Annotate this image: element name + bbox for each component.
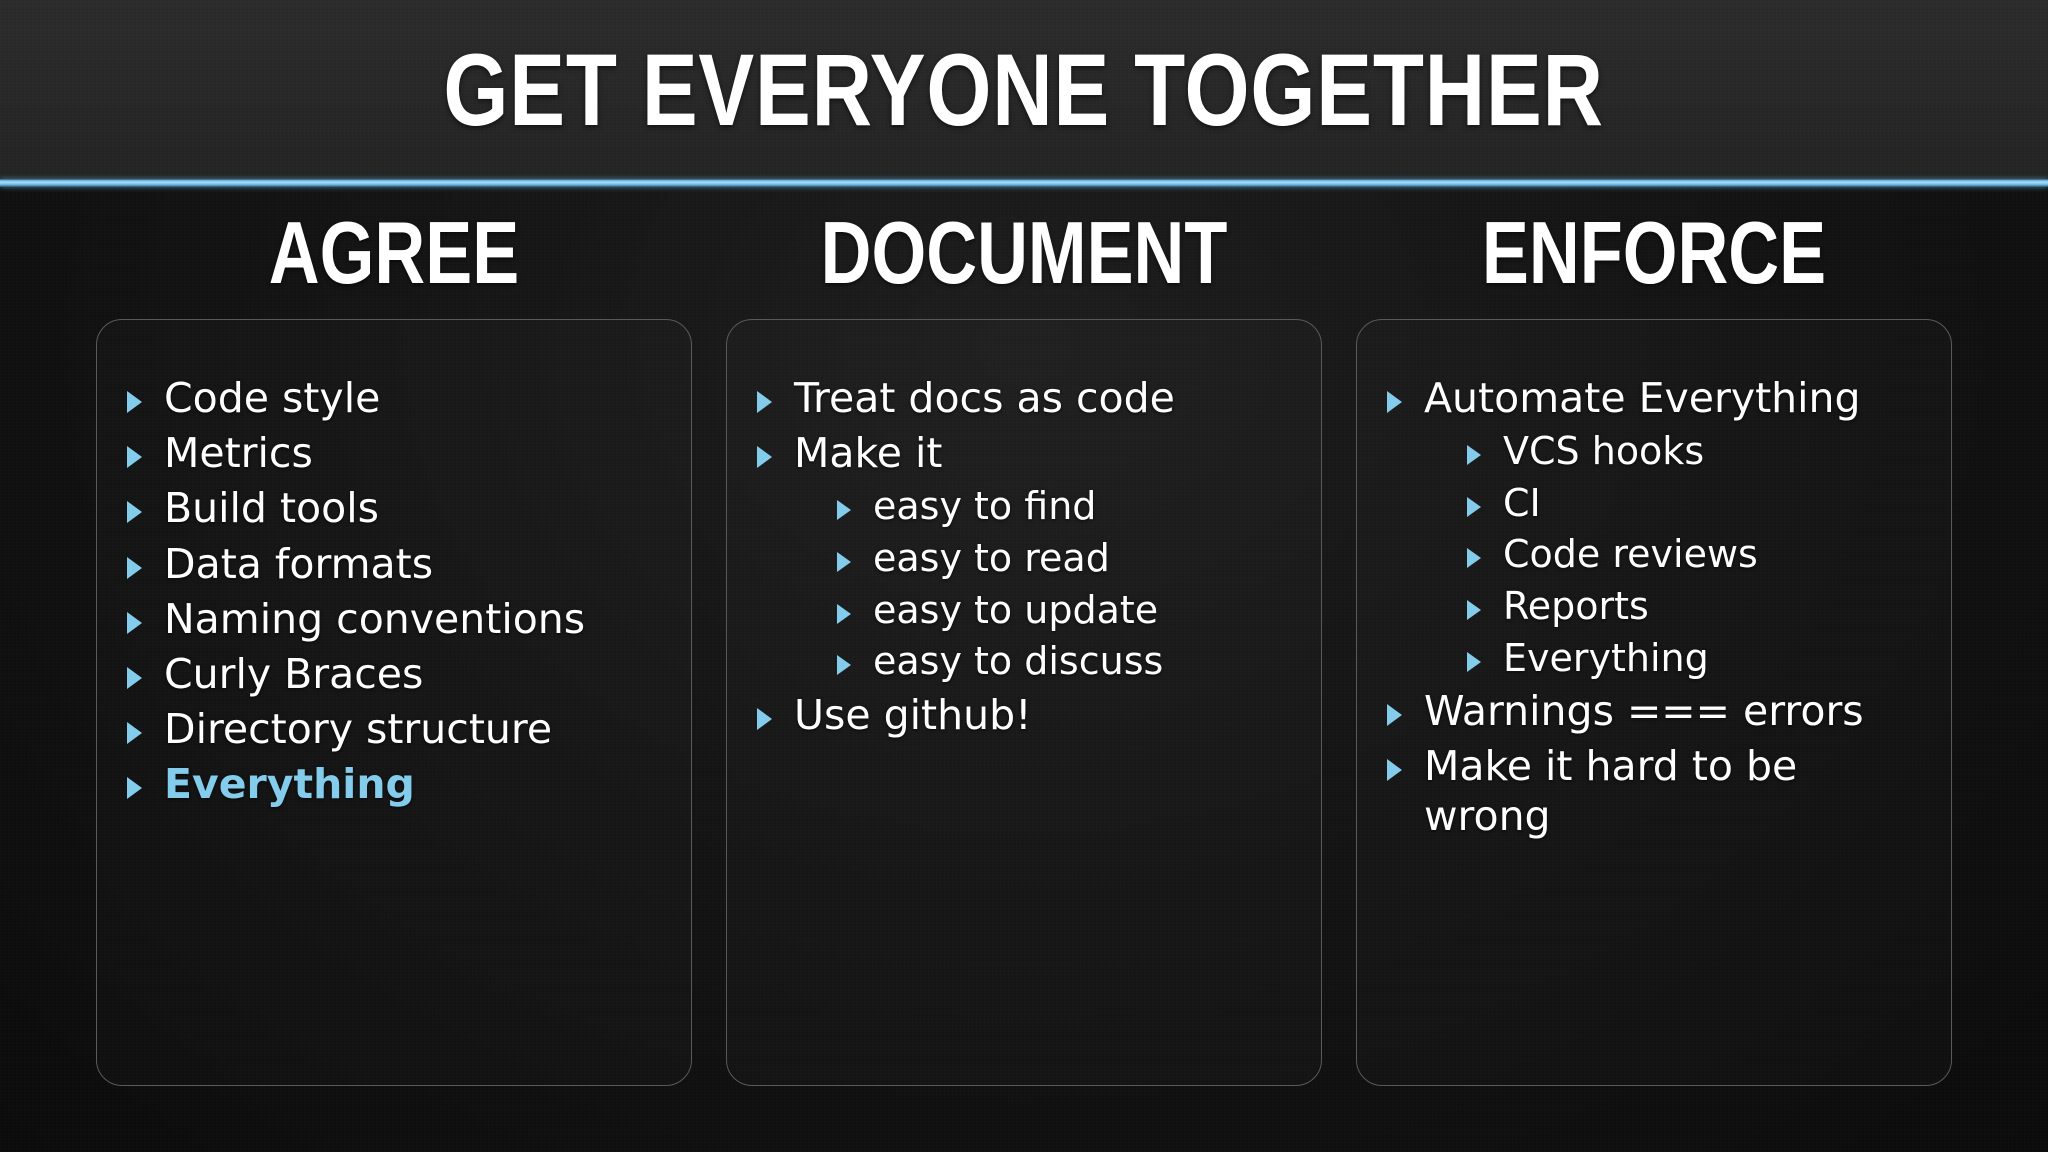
bullet-item: Metrics [123,429,665,478]
bullet-text: Automate Everything [1424,374,1861,422]
bullet-item: CI [1383,481,1925,527]
column-heading-enforce: ENFORCE [1481,203,1827,302]
triangle-bullet-icon [837,603,851,624]
bullet-text: Treat docs as code [794,374,1175,422]
slide-title: GET EVERYONE TOGETHER [443,33,1605,147]
triangle-bullet-icon [1387,759,1402,782]
triangle-bullet-icon [1467,445,1481,466]
bullet-text: Directory structure [164,705,553,754]
triangle-bullet-icon [127,446,142,469]
bullet-item: Reports [1383,584,1925,630]
triangle-bullet-icon [127,666,142,689]
bullet-item: Automate Everything [1383,374,1925,423]
bullet-text: Code reviews [1503,532,1758,577]
bullet-item: VCS hooks [1383,429,1925,475]
bullet-text: Code style [164,374,381,422]
bullet-text: Data formats [164,539,434,588]
triangle-bullet-icon [1467,548,1481,569]
bullet-text: Everything [1503,635,1709,680]
bullet-item: easy to update [753,588,1295,634]
column-heading-agree: AGREE [268,203,520,302]
header-divider [0,179,2048,187]
bullet-item: Naming conventions [123,595,665,644]
triangle-bullet-icon [127,722,142,745]
bullet-item: Everything [1383,636,1925,682]
bullet-text: Metrics [164,429,313,478]
bullet-item: Everything [123,760,665,809]
triangle-bullet-icon [1467,651,1481,672]
bullet-item: Use github! [753,691,1295,740]
bullet-item: Make it [753,429,1295,478]
bullet-text: easy to read [873,535,1110,580]
bullet-text: Everything [164,760,415,809]
column-heading-document: DOCUMENT [820,203,1228,302]
triangle-bullet-icon [757,707,772,730]
bullet-item: easy to read [753,536,1295,582]
bullet-text: Reports [1503,583,1649,628]
bullet-item: Curly Braces [123,650,665,699]
triangle-bullet-icon [127,501,142,524]
bullet-item: Directory structure [123,705,665,754]
triangle-bullet-icon [837,655,851,676]
bullet-text: easy to update [873,587,1159,632]
triangle-bullet-icon [1467,599,1481,620]
bullet-item: easy to find [753,484,1295,530]
bullet-item: Data formats [123,540,665,589]
bullet-text: Use github! [794,690,1032,739]
triangle-bullet-icon [127,611,142,634]
slide-header: GET EVERYONE TOGETHER [0,0,2048,180]
bullet-text: Make it [794,429,943,478]
bullet-item: Make it hard to be wrong [1383,742,1925,840]
triangle-bullet-icon [1387,391,1402,413]
bullet-item: easy to discuss [753,639,1295,685]
bullet-item: Code reviews [1383,532,1925,578]
bullet-text: CI [1503,480,1541,525]
bullet-text: Warnings === errors [1424,687,1864,736]
triangle-bullet-icon [757,391,772,413]
triangle-bullet-icon [837,551,851,572]
bullet-text: easy to find [873,484,1097,529]
bullet-item: Warnings === errors [1383,687,1925,736]
triangle-bullet-icon [127,556,142,579]
bullet-text: Curly Braces [164,649,424,698]
triangle-bullet-icon [837,500,851,521]
triangle-bullet-icon [757,446,772,469]
bullet-item: Treat docs as code [753,374,1295,423]
bullet-text: Naming conventions [164,594,586,643]
bullet-text: Make it hard to be wrong [1424,742,1798,840]
triangle-bullet-icon [127,391,142,413]
triangle-bullet-icon [127,777,142,800]
triangle-bullet-icon [1467,496,1481,517]
bullet-item: Code style [123,374,665,423]
bullet-text: easy to discuss [873,639,1164,684]
triangle-bullet-icon [1387,704,1402,727]
bullet-text: Build tools [164,484,379,533]
bullet-item: Build tools [123,484,665,533]
bullet-text: VCS hooks [1503,429,1705,474]
